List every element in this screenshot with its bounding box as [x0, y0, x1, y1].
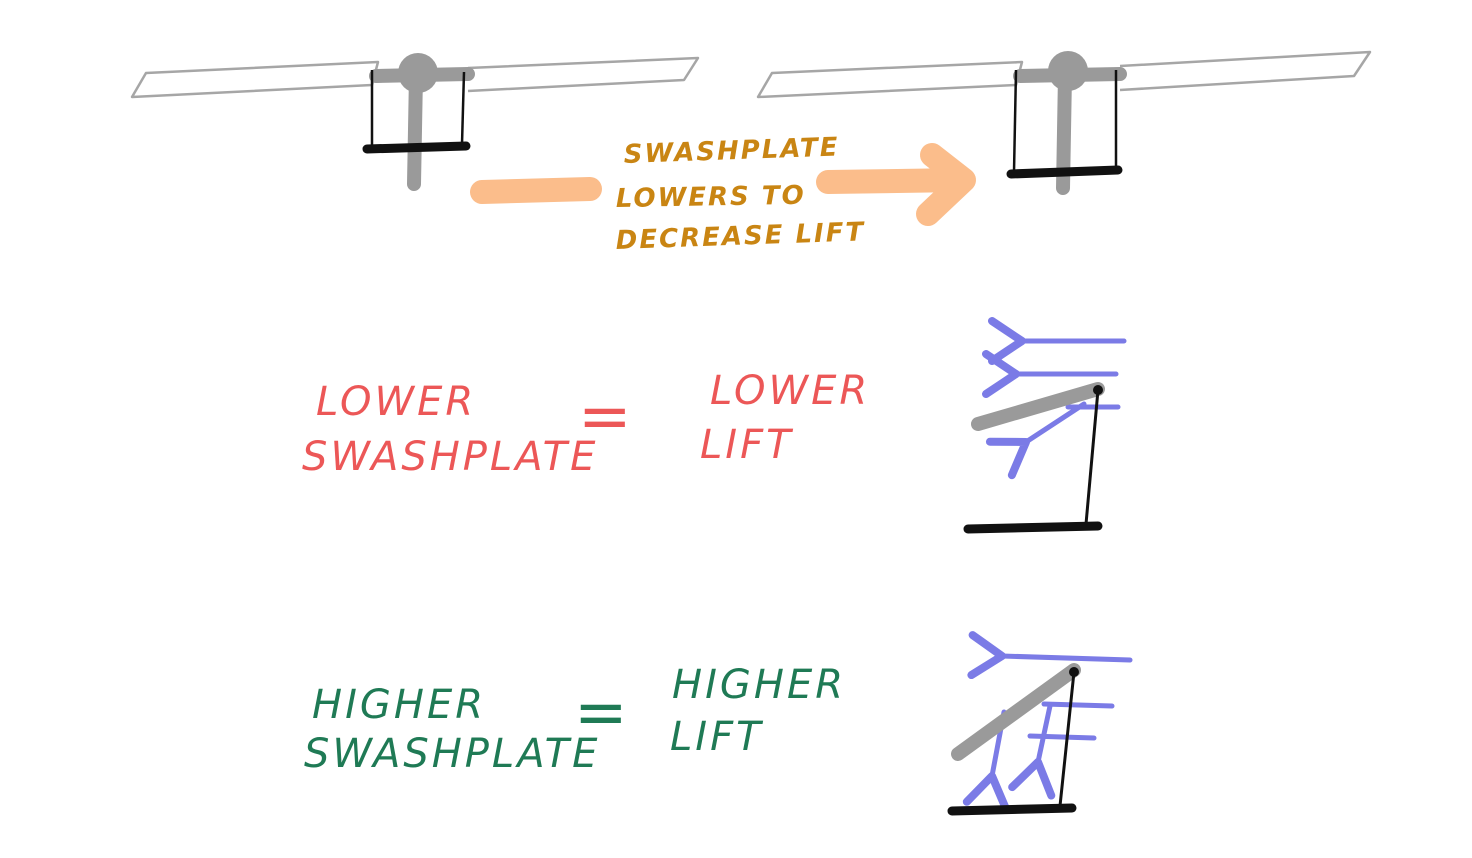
air-arrow-down: [1008, 703, 1056, 800]
swashplate: [1006, 165, 1123, 179]
note-line-3: DECREASE LIFT: [615, 217, 866, 256]
arrow-shaft: [816, 168, 974, 194]
lower-right-line-1: LOWER: [710, 368, 870, 414]
air-arrow: [1041, 701, 1115, 709]
higher-right-line-1: HIGHER: [672, 662, 846, 708]
pitch-link: [1058, 671, 1076, 807]
pitch-link: [1084, 389, 1100, 525]
left-blade-left: [130, 60, 380, 99]
pivot: [1093, 385, 1103, 395]
right-blade-right: [1119, 50, 1372, 92]
pitch-link-left: [1012, 69, 1018, 173]
lower-row: LOWER SWASHPLATE = LOWER LIFT: [302, 368, 870, 480]
swashplate: [963, 521, 1103, 534]
high-pitch-blade: [947, 631, 1133, 816]
higher-left-line-2: SWASHPLATE: [304, 731, 600, 777]
lower-equals: =: [578, 380, 634, 454]
swashplate: [362, 141, 471, 154]
low-pitch-blade: [963, 317, 1127, 534]
pitch-link-right: [460, 71, 466, 145]
note-line-1: SWASHPLATE: [623, 132, 840, 170]
rotor-hub: [398, 53, 438, 93]
pivot: [1069, 667, 1079, 677]
lower-right-line-2: LIFT: [700, 422, 794, 468]
arrow-head: [916, 143, 976, 226]
blade: [951, 663, 1081, 761]
swashplate: [947, 803, 1077, 816]
higher-equals: =: [574, 676, 630, 750]
higher-row: HIGHER SWASHPLATE = HIGHER LIFT: [304, 662, 846, 777]
rotor-after: [756, 50, 1372, 195]
right-blade-left: [756, 60, 1024, 99]
rotor-before: [130, 53, 700, 191]
air-arrow-down: [985, 401, 1087, 480]
arrow-tail: [470, 177, 602, 204]
higher-left-line-1: HIGHER: [312, 682, 486, 728]
transition-arrow: [470, 143, 976, 226]
rotor-shaft: [407, 68, 423, 191]
note-line-2: LOWERS TO: [616, 181, 806, 214]
lower-left-line-1: LOWER: [316, 379, 476, 425]
air-arrow: [967, 631, 1133, 680]
higher-right-line-2: LIFT: [670, 714, 764, 760]
rotor-hub: [1048, 51, 1088, 91]
blade: [971, 382, 1105, 431]
left-blade-right: [467, 56, 700, 93]
air-arrow: [1027, 733, 1097, 741]
lower-left-line-2: SWASHPLATE: [302, 434, 598, 480]
top-note: SWASHPLATE LOWERS TO DECREASE LIFT: [615, 132, 866, 256]
